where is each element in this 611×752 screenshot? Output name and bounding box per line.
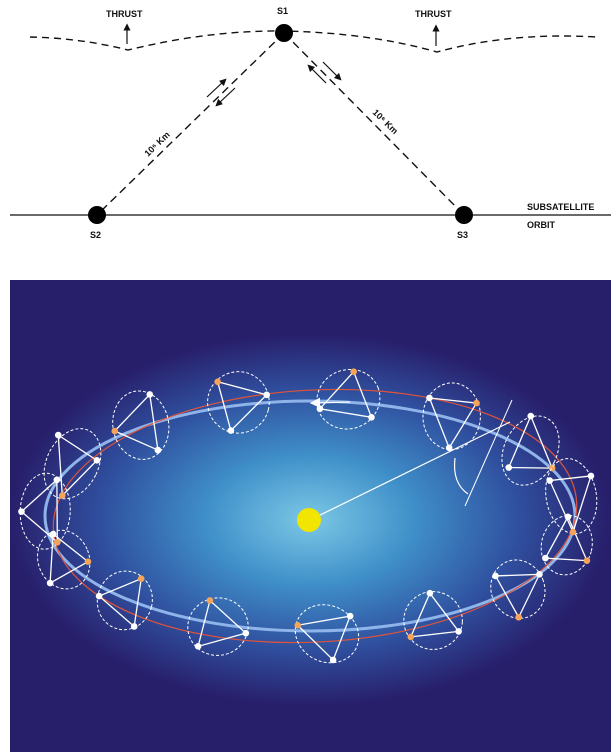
- constellation-ring: [294, 604, 360, 664]
- sun-radius-line: [309, 421, 511, 521]
- constellation-triangle: [20, 478, 58, 544]
- constellation-triangle: [544, 515, 588, 562]
- satellite-dot: [346, 612, 354, 620]
- inclination-angle-arc: [453, 457, 469, 495]
- satellite-dot: [84, 558, 92, 565]
- satellite-dot: [473, 399, 480, 407]
- heliocentric-orbit-illustration: [10, 280, 611, 752]
- constellation-ring: [403, 591, 463, 650]
- satellite-dot: [49, 530, 57, 538]
- satellite-dot: [194, 643, 202, 650]
- satellite-dot: [536, 571, 543, 578]
- thrust-label-right: THRUST: [415, 9, 452, 19]
- satellite-dot: [95, 592, 103, 600]
- link-arrow-down-right: [322, 61, 342, 81]
- satellite-dot: [263, 391, 270, 399]
- satellite-dot: [542, 554, 549, 562]
- dashed-orbit-arc: [29, 30, 598, 53]
- satellite-dot: [154, 446, 162, 454]
- constellation-ring: [207, 371, 270, 434]
- leg-s1-s3: [283, 32, 465, 216]
- satellite-s1: [275, 24, 293, 42]
- satellite-label-s2: S2: [90, 230, 101, 240]
- satellite-label-s1: S1: [277, 6, 288, 16]
- constellation-ring: [490, 559, 546, 619]
- satellite-dot: [515, 613, 523, 621]
- satellite-dot: [569, 528, 577, 536]
- satellite-dot: [18, 508, 25, 515]
- constellation-triangle: [494, 573, 541, 619]
- constellation-schematic: THRUST THRUST 10⁶ Km 10⁶ Km SUBSATELLITE…: [10, 6, 611, 240]
- satellite-dot: [329, 656, 337, 664]
- constellation-triangle: [428, 397, 478, 450]
- link-arrow-up-left: [206, 78, 227, 98]
- satellite-dot: [455, 628, 462, 635]
- satellite-dot: [146, 391, 154, 398]
- satellite-dot: [350, 368, 357, 376]
- constellation-triangle: [548, 475, 592, 534]
- satellite-label-s3: S3: [457, 230, 468, 240]
- satellite-dot: [548, 464, 556, 472]
- constellation-triangle: [57, 433, 98, 498]
- satellite-dot: [407, 633, 415, 641]
- constellation-triangle: [409, 591, 460, 638]
- satellite-dot: [111, 427, 119, 435]
- satellite-dot: [426, 394, 433, 402]
- constellation-ring: [545, 458, 598, 535]
- constellation-triangle: [318, 370, 373, 419]
- orbit-label-line1: SUBSATELLITE: [527, 202, 594, 212]
- satellite-dot: [242, 629, 250, 637]
- orbit-label-line2: ORBIT: [527, 220, 556, 230]
- inclination-line: [464, 399, 513, 507]
- satellite-dot: [130, 623, 138, 630]
- satellite-dot: [505, 464, 513, 471]
- satellite-dot: [227, 427, 235, 434]
- distance-label-right: 10⁶ Km: [371, 107, 400, 136]
- link-arrow-down-left: [215, 87, 236, 107]
- satellite-dot: [426, 589, 434, 597]
- constellation-triangle: [197, 599, 248, 648]
- satellite-dot: [445, 444, 453, 452]
- satellite-s2: [88, 206, 106, 224]
- satellite-s3: [455, 206, 473, 224]
- constellation-triangle: [216, 380, 268, 432]
- constellation-triangle: [296, 615, 352, 662]
- link-arrow-up-right: [307, 64, 327, 84]
- constellation-triangle: [507, 414, 554, 469]
- satellite-dot: [58, 492, 66, 499]
- satellite-dot: [214, 378, 221, 386]
- constellation-ring: [96, 570, 153, 631]
- thrust-label-left: THRUST: [106, 9, 143, 19]
- constellation-ring: [540, 515, 593, 576]
- constellation-triangle: [113, 393, 159, 452]
- satellite-dot: [54, 431, 62, 439]
- constellation-ring: [501, 415, 560, 486]
- constellation-ring: [187, 597, 249, 656]
- constellation-triangle: [97, 577, 143, 628]
- satellite-dot: [294, 621, 302, 629]
- satellite-dot: [137, 575, 145, 582]
- satellite-dot: [316, 405, 324, 413]
- satellite-dot: [583, 557, 591, 564]
- constellation-ring: [422, 382, 481, 451]
- satellite-dot: [368, 413, 375, 421]
- satellite-dot: [46, 579, 54, 587]
- orbit-direction-arrow: [309, 397, 351, 409]
- satellite-dot: [492, 572, 499, 580]
- constellation-ring: [19, 472, 71, 550]
- satellite-dot: [546, 477, 554, 484]
- orbit-red: [52, 388, 578, 644]
- satellite-dot: [53, 476, 61, 484]
- satellite-dot: [54, 538, 61, 546]
- satellite-dot: [206, 597, 214, 604]
- sun: [297, 508, 321, 532]
- satellite-dot: [527, 412, 535, 420]
- satellite-dot: [93, 457, 101, 464]
- constellation-triangle: [49, 532, 90, 585]
- satellite-dot: [587, 472, 595, 480]
- leg-s1-s2: [96, 32, 285, 216]
- distance-label-left: 10⁶ Km: [142, 130, 171, 159]
